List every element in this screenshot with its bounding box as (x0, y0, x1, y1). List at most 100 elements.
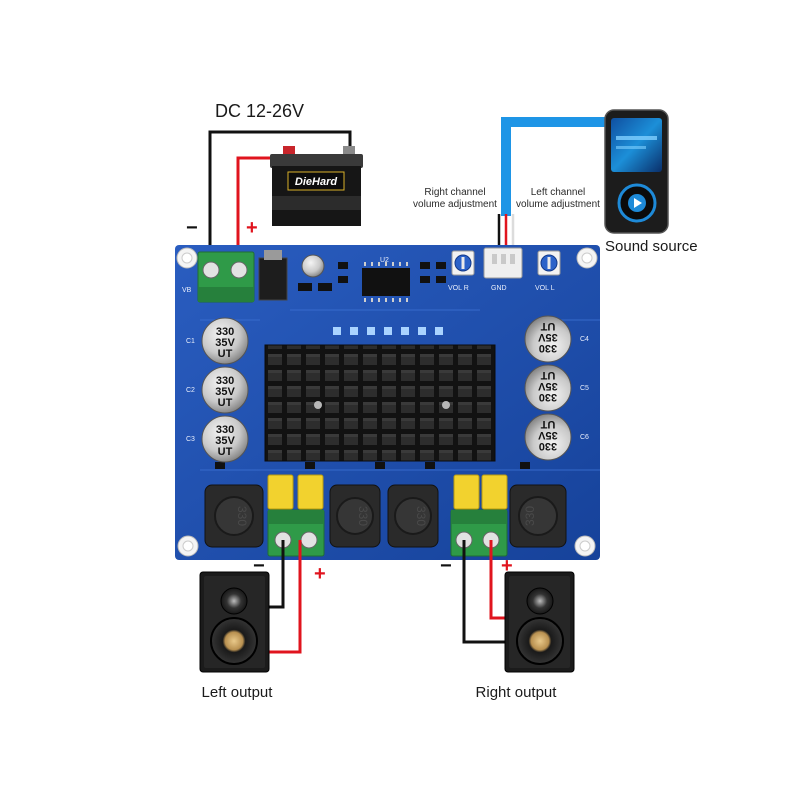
left-plus-sign: + (314, 563, 326, 585)
battery-brand: DieHard (295, 176, 337, 188)
inductor-value: 330 (523, 506, 537, 526)
player-progress (616, 146, 646, 149)
led (435, 327, 443, 335)
smd-part (318, 283, 332, 291)
woofer (516, 617, 564, 665)
film-capacitor (267, 474, 294, 510)
smd-part (338, 262, 348, 269)
mounting-hole (576, 247, 598, 269)
regulator-tab (264, 250, 282, 260)
capacitor-voltage: 35V (215, 337, 235, 349)
inductor: 330 (204, 484, 264, 548)
capacitor-can (524, 364, 572, 412)
capacitor-can (201, 366, 249, 414)
capacitor-can (201, 415, 249, 463)
capacitor-can (524, 413, 572, 461)
battery: DieHard (270, 146, 363, 226)
capacitor: 330 35V UT (201, 317, 249, 365)
tweeter (220, 587, 248, 615)
inductor-core (214, 496, 254, 536)
silk-vb: VB (182, 287, 192, 294)
capacitor-value: 330 (216, 424, 234, 436)
inductor: 330 (509, 484, 567, 548)
audio-input-header (483, 247, 523, 279)
left-volume-label-line1: Left channel (531, 187, 586, 198)
terminal-screw (230, 261, 248, 279)
inductor: 330 (329, 484, 381, 548)
capacitor: 330 35V UT (524, 413, 572, 461)
silk-c5: C5 (580, 385, 589, 392)
battery-lid (270, 154, 363, 168)
capacitor-can (201, 317, 249, 365)
inductor-value: 330 (356, 506, 370, 526)
capacitor-voltage: 35V (538, 429, 558, 441)
terminal-base (198, 287, 254, 302)
regulator-chip (258, 257, 288, 301)
terminal-base (451, 510, 507, 524)
smd-part (436, 262, 446, 269)
capacitor-series: UT (218, 397, 233, 409)
header-pin (510, 254, 515, 264)
right-volume-label-line1: Right channel (424, 187, 485, 198)
right-output-label: Right output (476, 684, 558, 701)
silk-vol-r: VOL R (448, 285, 469, 292)
capacitor-value: 330 (216, 326, 234, 338)
inductor-core (394, 497, 432, 535)
left-volume-label-line2: volume adjustment (516, 199, 600, 210)
capacitor-series: UT (218, 348, 233, 360)
led-row (333, 327, 443, 335)
smd-part (375, 462, 385, 469)
silk-gnd: GND (491, 285, 507, 292)
smd-part (338, 276, 348, 283)
capacitor-value: 330 (539, 391, 557, 403)
ic-pins (364, 262, 408, 302)
battery-negative-terminal (343, 146, 355, 156)
left-volume-potentiometer (537, 250, 561, 276)
right-positive-wire (489, 540, 505, 620)
right-output-terminal (450, 509, 508, 557)
capacitor-value: 330 (539, 342, 557, 354)
heatsink-screw (314, 401, 322, 409)
small-capacitor (301, 254, 325, 278)
supply-voltage-label: DC 12-26V (215, 101, 304, 121)
terminal-screw (300, 531, 318, 549)
left-negative-wire (268, 540, 285, 609)
capacitor-series: UT (540, 369, 555, 381)
player-screen (611, 118, 662, 172)
left-positive-wire (268, 540, 302, 654)
led (384, 327, 392, 335)
ic-u2 (362, 262, 410, 302)
capacitor-series: UT (540, 418, 555, 430)
smd-part (420, 276, 430, 283)
capacitor-voltage: 35V (538, 331, 558, 343)
header-pin (501, 254, 506, 264)
silk-c4: C4 (580, 336, 589, 343)
amplifier-board: VB U2 (175, 245, 600, 560)
smd-part (305, 462, 315, 469)
smd-part (298, 283, 312, 291)
pot-slot (547, 257, 551, 269)
led (350, 327, 358, 335)
right-volume-label-line2: volume adjustment (413, 199, 497, 210)
header-pin (492, 254, 497, 264)
battery-positive-terminal (283, 146, 295, 156)
power-input-terminal (197, 251, 255, 303)
pot-slot (461, 257, 465, 269)
ic-body (362, 268, 410, 296)
left-minus-sign: − (253, 555, 265, 577)
audio-cable (501, 117, 607, 216)
player-equalizer (616, 136, 657, 140)
led (418, 327, 426, 335)
silk-c6: C6 (580, 434, 589, 441)
film-capacitor (481, 474, 508, 510)
music-player (604, 109, 669, 234)
right-speaker (504, 571, 575, 673)
silk-c2: C2 (186, 387, 195, 394)
terminal-base (268, 510, 324, 524)
mounting-hole (574, 535, 596, 557)
inductor-value: 330 (414, 506, 428, 526)
supply-plus-sign: + (246, 217, 258, 239)
capacitor: 330 35V UT (524, 315, 572, 363)
film-capacitor (297, 474, 324, 510)
